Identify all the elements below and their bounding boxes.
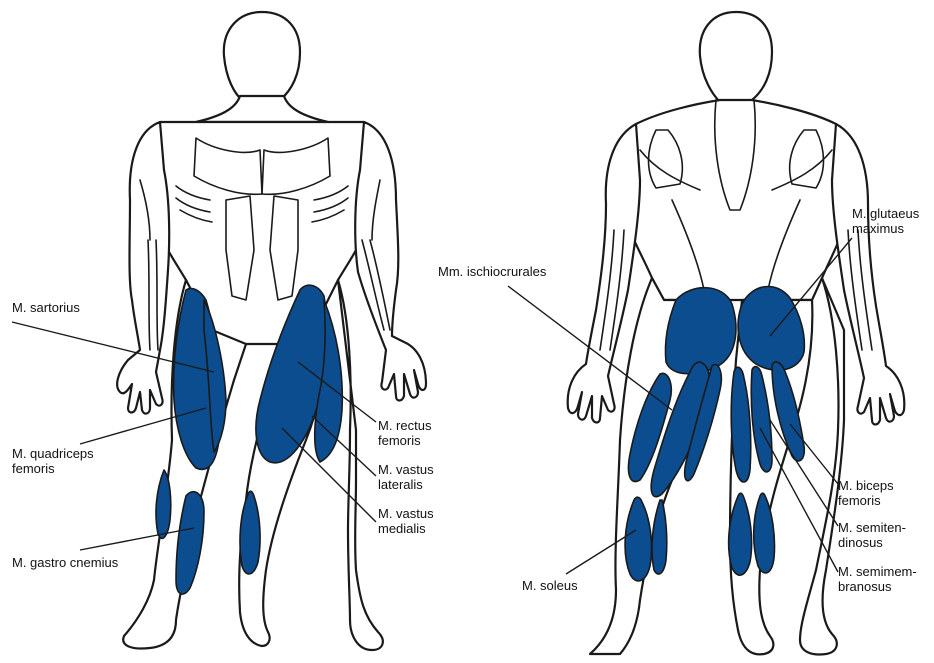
label-biceps-femoris: M. biceps femoris	[838, 478, 894, 508]
label-ischiocrurales: Mm. ischiocrurales	[438, 264, 546, 279]
front-calf-left-outer	[156, 470, 171, 538]
front-torso	[142, 122, 383, 344]
back-torso	[618, 100, 855, 300]
label-gastrocnemius-line1: M. gastro cnemius	[12, 555, 118, 570]
label-ischiocrurales-line1: Mm. ischiocrurales	[438, 264, 546, 279]
label-vastus-lateralis: M. vastus lateralis	[378, 462, 434, 492]
label-glutaeus-line2: maximus	[852, 221, 919, 236]
label-rectus-line2: femoris	[378, 433, 431, 448]
label-rectus-femoris: M. rectus femoris	[378, 418, 431, 448]
label-semitendinosus: M. semiten- dinosus	[838, 520, 906, 550]
label-glutaeus-maximus: M. glutaeus maximus	[852, 206, 919, 236]
label-semimembranosus-line1: M. semimem-	[838, 564, 917, 579]
label-quadriceps-line2: femoris	[12, 461, 94, 476]
front-view-figure	[117, 12, 426, 650]
back-glutaeus-left	[665, 288, 735, 374]
label-semitendinosus-line1: M. semiten-	[838, 520, 906, 535]
front-arm-right	[355, 122, 426, 401]
front-leg-right	[338, 280, 383, 650]
label-sartorius-line1: M. sartorius	[12, 300, 80, 315]
label-vastus-lateralis-line1: M. vastus	[378, 462, 434, 477]
label-quadriceps-femoris: M. quadriceps femoris	[12, 446, 94, 476]
label-vastus-medialis: M. vastus medialis	[378, 506, 434, 536]
label-gastrocnemius: M. gastro cnemius	[12, 555, 118, 570]
label-rectus-line1: M. rectus	[378, 418, 431, 433]
label-soleus-line1: M. soleus	[522, 578, 578, 593]
back-view-figure	[568, 12, 905, 654]
label-vastus-medialis-line2: medialis	[378, 521, 434, 536]
label-vastus-lateralis-line2: lateralis	[378, 477, 434, 492]
front-neck	[196, 96, 328, 122]
label-quadriceps-line1: M. quadriceps	[12, 446, 94, 461]
label-glutaeus-line1: M. glutaeus	[852, 206, 919, 221]
label-semitendinosus-line2: dinosus	[838, 535, 906, 550]
front-arm-left	[117, 122, 169, 414]
label-vastus-medialis-line1: M. vastus	[378, 506, 434, 521]
label-biceps-line1: M. biceps	[838, 478, 894, 493]
label-semimembranosus: M. semimem- branosus	[838, 564, 917, 594]
label-soleus: M. soleus	[522, 578, 578, 593]
label-sartorius: M. sartorius	[12, 300, 80, 315]
label-semimembranosus-line2: branosus	[838, 579, 917, 594]
label-biceps-line2: femoris	[838, 493, 894, 508]
